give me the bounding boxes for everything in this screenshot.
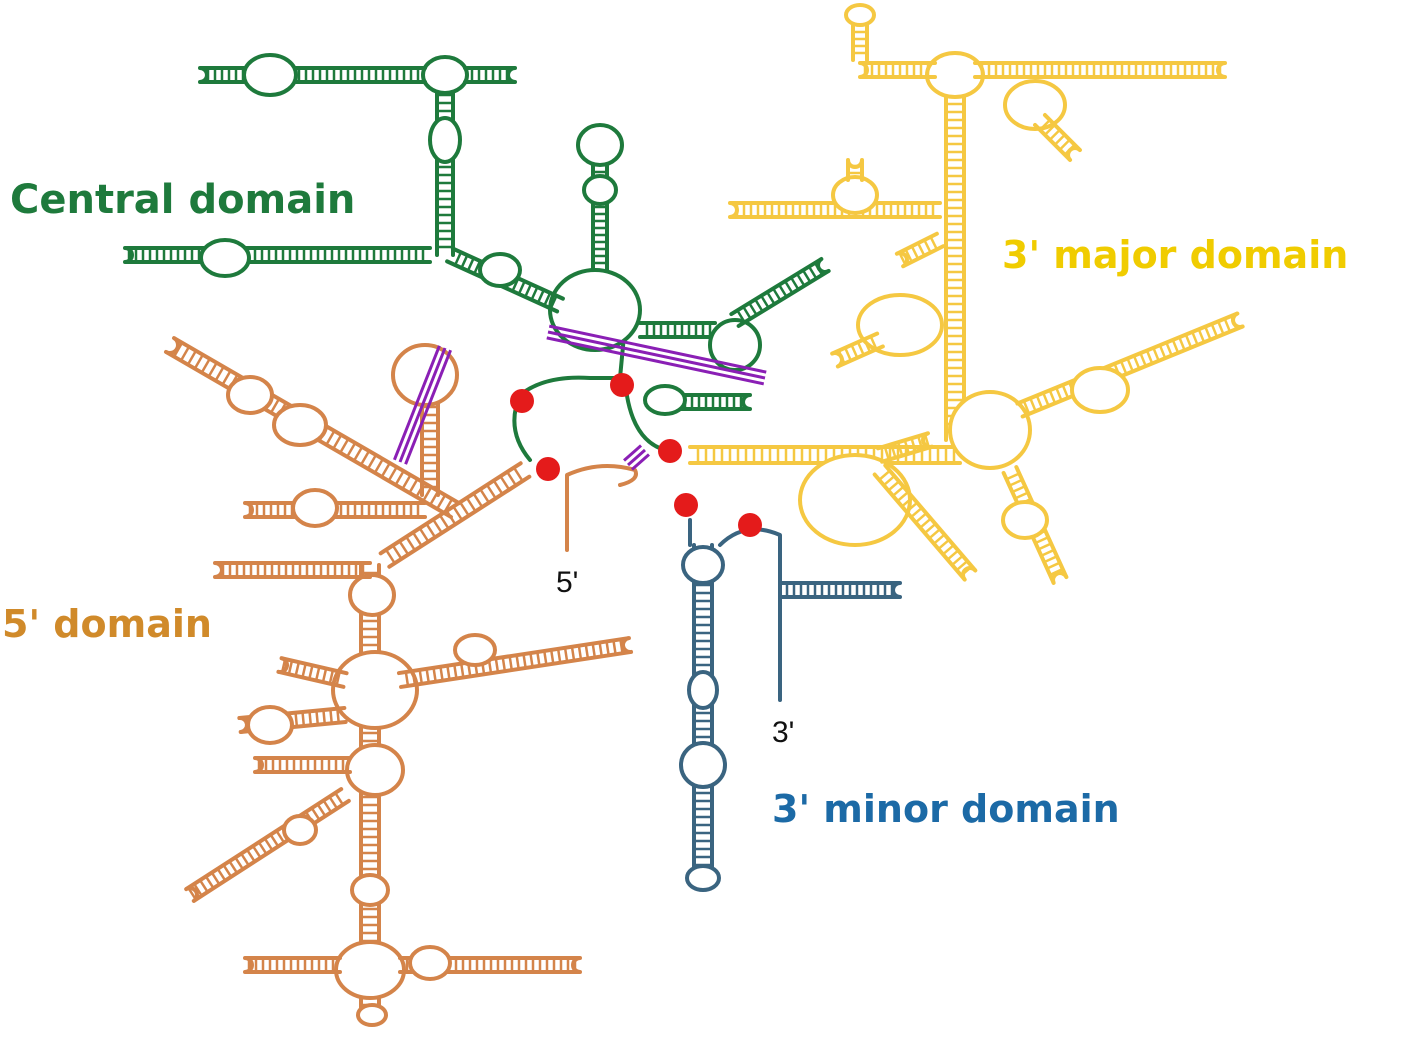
central-right-loop: [708, 318, 762, 372]
domain-central: [123, 53, 831, 462]
minor-mid-bulge: [687, 670, 719, 710]
central-lower-arm-bulge: [199, 238, 251, 278]
domain-3-minor: [679, 518, 902, 892]
five-left-arm-3: [276, 656, 349, 689]
protein-site-marker: [610, 373, 634, 397]
central-short-hairpin-bulge: [643, 384, 687, 416]
domain-3-major: [688, 3, 1245, 585]
five-upper-left-bulge-2: [272, 403, 328, 447]
domain-5: [163, 336, 638, 1027]
five-upper-left-bulge-1: [226, 375, 274, 415]
five-small-bulge: [350, 873, 390, 907]
central-upper-arm: [198, 66, 427, 84]
five-lower-left-arm: [184, 787, 351, 903]
major-lower-right-bulge: [1001, 500, 1049, 540]
major-right-long-arm: [1015, 311, 1245, 419]
major-central-loop: [948, 390, 1032, 470]
major-mid-hairpin: [830, 331, 885, 369]
central-right-helix: [638, 321, 717, 339]
central-loop: [548, 268, 642, 352]
minor-side-hairpin: [778, 581, 902, 599]
major-mid-left-hairpin: [846, 158, 864, 182]
protein-binding-sites: [510, 373, 762, 537]
protein-site-marker: [674, 493, 698, 517]
central-domain-label: Central domain: [10, 177, 356, 223]
central-upper-stub: [463, 66, 517, 84]
five-right-arm-bulge: [453, 633, 497, 667]
3-major-domain-label: 3' major domain: [1002, 233, 1349, 277]
central-top-loop: [576, 123, 624, 167]
major-lower-hairpin: [872, 463, 978, 582]
protein-site-marker: [536, 457, 560, 481]
minor-lower-bulge: [679, 741, 727, 789]
protein-site-marker: [738, 513, 762, 537]
five-right-arm: [396, 636, 634, 689]
3-minor-domain-label: 3' minor domain: [772, 787, 1120, 831]
5-prime-end-label: 5': [556, 566, 579, 599]
protein-site-marker: [658, 439, 682, 463]
five-lower-left-bulge: [282, 814, 318, 846]
central-vertical-top: [421, 55, 469, 95]
five-bottom-right-bulge: [408, 945, 452, 981]
5-domain-label: 5' domain: [2, 602, 212, 646]
five-left-arm-4-bulge: [246, 705, 294, 745]
five-left-arm-5: [253, 756, 352, 774]
major-right-long-bulge: [1070, 366, 1130, 414]
major-mid-left-bulge: [831, 175, 879, 215]
major-right-hairpin: [1033, 113, 1082, 162]
tertiary-contacts: [393, 324, 767, 471]
5-prime-tail: [565, 464, 638, 552]
five-bottom-tip: [356, 1003, 388, 1027]
five-left-arm-1-bulge: [291, 488, 339, 528]
five-main-diagonal-helix: [378, 461, 532, 569]
central-vertical-bulge: [428, 116, 462, 164]
major-mid-stub: [894, 231, 946, 269]
major-right-bulge: [1003, 79, 1067, 131]
central-vertical-helix: [435, 73, 455, 257]
central-upper-right-hairpin: [729, 257, 831, 328]
central-upper-arm-bulge: [242, 53, 298, 97]
protein-site-marker: [510, 389, 534, 413]
major-trunk-helix: [944, 58, 966, 442]
five-upper-bulge: [348, 573, 396, 617]
major-lower-loop: [798, 453, 912, 547]
major-junction-stub: [875, 431, 935, 464]
3-prime-end-label: 3': [772, 716, 795, 749]
tertiary-contact-five-hairpin: [393, 345, 452, 465]
major-top-loop: [925, 51, 985, 99]
central-top-bulge: [582, 174, 618, 206]
minor-top-bulge: [681, 545, 725, 585]
major-right-arm: [973, 61, 1227, 79]
five-central-loop: [331, 650, 419, 730]
minor-bottom-loop: [685, 864, 721, 892]
central-lower-arm: [123, 246, 432, 264]
tertiary-contact-central: [546, 324, 767, 386]
five-lower-bulge: [345, 743, 405, 797]
central-link-bulge: [478, 252, 522, 288]
major-left-hairpin-loop: [844, 3, 876, 27]
tertiary-contact-junction: [623, 444, 650, 471]
minor-exit-strand: [718, 527, 782, 702]
five-bottom-left-arm: [243, 956, 342, 974]
five-left-arm-2: [213, 561, 372, 579]
five-bottom-loop: [334, 940, 406, 1000]
major-mid-bulge: [856, 293, 944, 357]
major-left-arm: [858, 61, 937, 79]
